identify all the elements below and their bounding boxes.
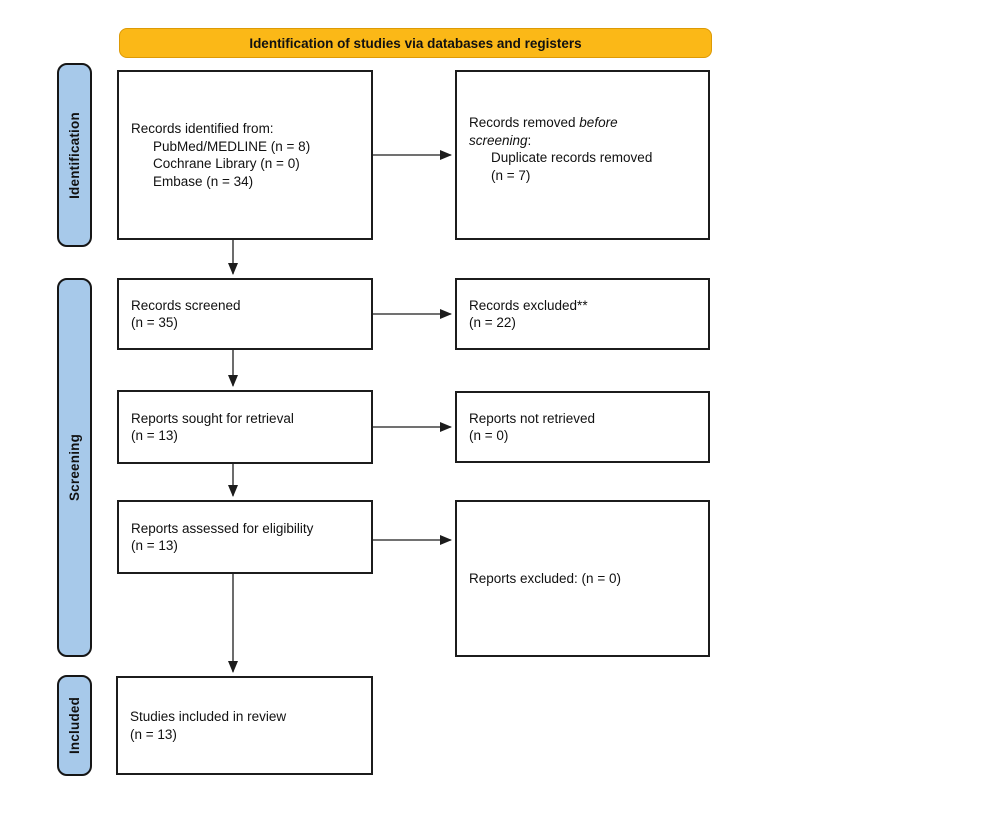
stage-label-identification: Identification — [57, 63, 92, 247]
box-text-line: Reports assessed for eligibility — [131, 520, 314, 536]
box-text-line: (n = 22) — [469, 315, 516, 330]
box-studies-included-in-review: Studies included in review (n = 13) — [116, 676, 373, 775]
box-text-line: Cochrane Library (n = 0) — [153, 156, 300, 171]
box-text-line: Reports sought for retrieval — [131, 410, 294, 426]
box-text-line: Studies included in review — [130, 709, 287, 724]
box-text-line: Records excluded** — [469, 297, 588, 313]
box-text-line: (n = 0) — [469, 428, 509, 443]
box-text-line: (n = 13) — [131, 428, 178, 443]
box-records-removed-before-screening: Records removed before screening: Duplicat… — [455, 70, 710, 240]
box-text-line: Records removed before — [469, 115, 618, 130]
box-reports-sought-for-retrieval: Reports sought for retrieval (n = 13) — [117, 390, 373, 464]
box-text-line: (n = 35) — [131, 315, 178, 330]
box-records-screened: Records screened (n = 35) — [117, 278, 373, 350]
banner-title: Identification of studies via databases … — [119, 28, 712, 58]
box-text-line: Embase (n = 34) — [153, 173, 254, 189]
stage-label-text: Identification — [67, 111, 82, 199]
box-text-line: (n = 13) — [130, 726, 177, 742]
box-text-line: Reports excluded: (n = 0) — [469, 570, 621, 586]
box-text-line: (n = 7) — [491, 167, 531, 183]
box-text-line: Records identified from: — [131, 121, 274, 136]
box-text-line: (n = 13) — [131, 538, 178, 553]
box-text-line: screening: — [469, 132, 532, 148]
box-records-identified: Records identified from: PubMed/MEDLINE (… — [117, 70, 373, 240]
box-reports-not-retrieved: Reports not retrieved (n = 0) — [455, 391, 710, 463]
box-reports-assessed-for-eligibility: Reports assessed for eligibility (n = 13) — [117, 500, 373, 574]
stage-label-included: Included — [57, 675, 92, 776]
stage-label-screening: Screening — [57, 278, 92, 657]
box-records-excluded: Records excluded** (n = 22) — [455, 278, 710, 350]
stage-label-text: Screening — [67, 433, 83, 502]
box-text-line: Records screened — [131, 297, 241, 313]
box-reports-excluded: Reports excluded: (n = 0) — [455, 500, 710, 657]
stage-label-text: Included — [67, 696, 83, 755]
box-text-line: PubMed/MEDLINE (n = 8) — [153, 138, 311, 154]
box-text-line: Duplicate records removed — [491, 150, 653, 165]
box-text-line: Reports not retrieved — [469, 410, 596, 426]
